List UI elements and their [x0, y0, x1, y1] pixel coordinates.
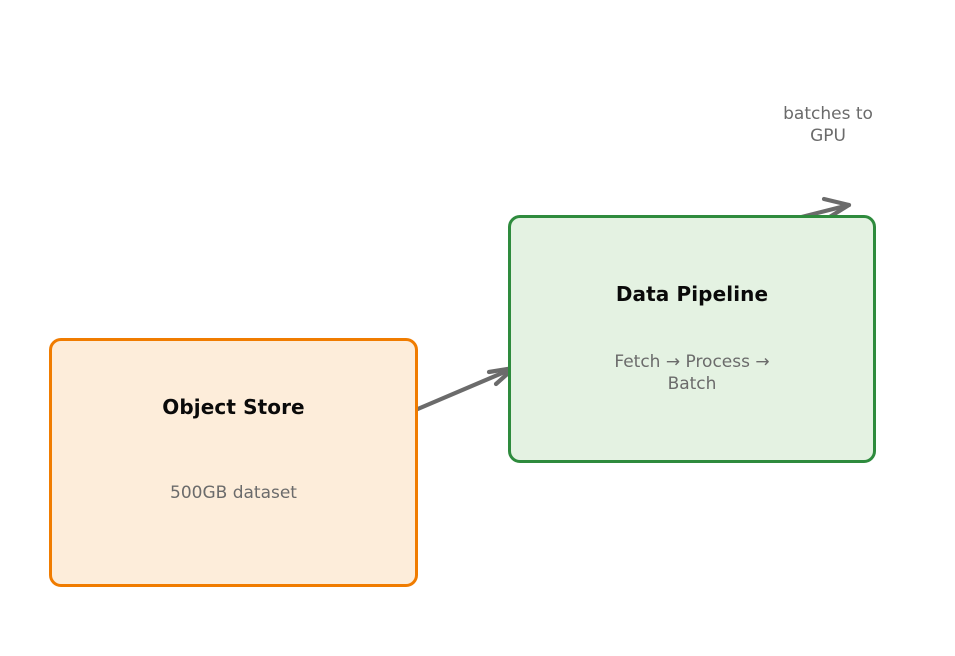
edge-line	[403, 365, 517, 417]
node-data-pipeline[interactable]: Data Pipeline Fetch → Process → Batch	[508, 215, 876, 463]
edge-label-batches-to-gpu: batches to GPU	[783, 104, 873, 147]
node-data-pipeline-subtitle: Fetch → Process → Batch	[614, 352, 770, 395]
node-object-store-subtitle: 500GB dataset	[170, 483, 297, 503]
node-object-store[interactable]: Object Store 500GB dataset	[49, 338, 418, 587]
node-object-store-title: Object Store	[162, 395, 305, 419]
node-data-pipeline-title: Data Pipeline	[615, 282, 769, 306]
edge-object-store-to-data-pipeline	[403, 365, 517, 417]
